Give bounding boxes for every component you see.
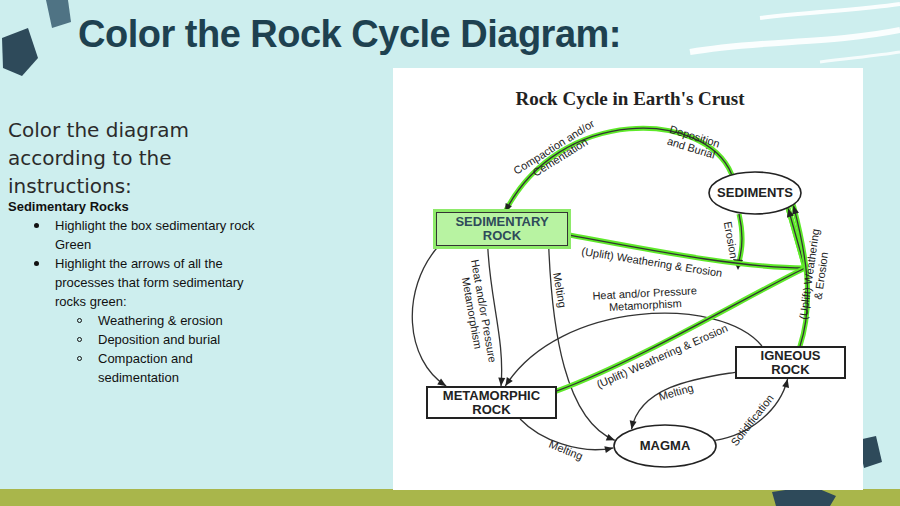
cloud-streak (690, 30, 900, 52)
rock-box: SEDIMENTARY ROCK (436, 212, 568, 246)
sub-bullet-text: Deposition and burial (98, 330, 278, 349)
arrow-head (505, 203, 512, 212)
cloud-streak (760, 4, 900, 18)
arrow-head (782, 379, 789, 388)
bullet-text: Highlight the arrows of all the processe… (55, 254, 273, 311)
node-label: SEDIMENTS (717, 186, 793, 200)
ellipse-node: MAGMA (613, 424, 717, 468)
instruction-text: Color the diagram according to the instr… (8, 116, 230, 200)
arrow-head (630, 420, 637, 429)
arrow-head (498, 377, 505, 386)
rock-shape (2, 28, 38, 76)
node-label: SEDIMENTARY ROCK (446, 215, 558, 243)
process-arrow (630, 372, 735, 429)
slide-title: Color the Rock Cycle Diagram: (78, 10, 621, 58)
arrow-head (505, 377, 512, 386)
node-label: IGNEOUS ROCK (751, 349, 831, 377)
node-label: MAGMA (640, 439, 691, 453)
arrow-head (792, 206, 799, 215)
arrow-head (606, 434, 615, 440)
arrow-line (412, 246, 446, 386)
section-heading: Sedimentary Rocks (8, 199, 208, 215)
process-arrow (549, 246, 615, 440)
bullet-text: Highlight the box sedimentary rock Green (55, 216, 273, 254)
ellipse-shape (709, 172, 801, 214)
arrow-head (437, 379, 446, 386)
arrow-line (632, 372, 735, 429)
rock-box: METAMORPHIC ROCK (426, 386, 557, 419)
sub-bullet-text: Weathering & erosion (98, 311, 278, 330)
diagram-title: Rock Cycle in Earth's Crust (470, 88, 790, 110)
rock-shape (46, 0, 71, 28)
bullet-dot (34, 223, 39, 228)
arrow-line (549, 246, 615, 440)
arrow-head (604, 446, 613, 453)
bullet-dot (77, 318, 82, 323)
diagram-panel (393, 68, 863, 490)
ellipse-shape (614, 425, 716, 467)
bullet-dot (77, 356, 82, 361)
bullet-dot (34, 261, 39, 266)
sub-bullet-text: Compaction and sedimentation (98, 349, 208, 387)
process-arrow (412, 246, 446, 386)
bullet-dot (77, 337, 82, 342)
rock-box: IGNEOUS ROCK (735, 346, 846, 379)
ground-strip (0, 489, 900, 506)
erosion-highlight (738, 214, 742, 266)
node-label: METAMORPHIC ROCK (436, 389, 548, 417)
ellipse-node: SEDIMENTS (708, 171, 802, 215)
cloud-streak (820, 52, 900, 62)
